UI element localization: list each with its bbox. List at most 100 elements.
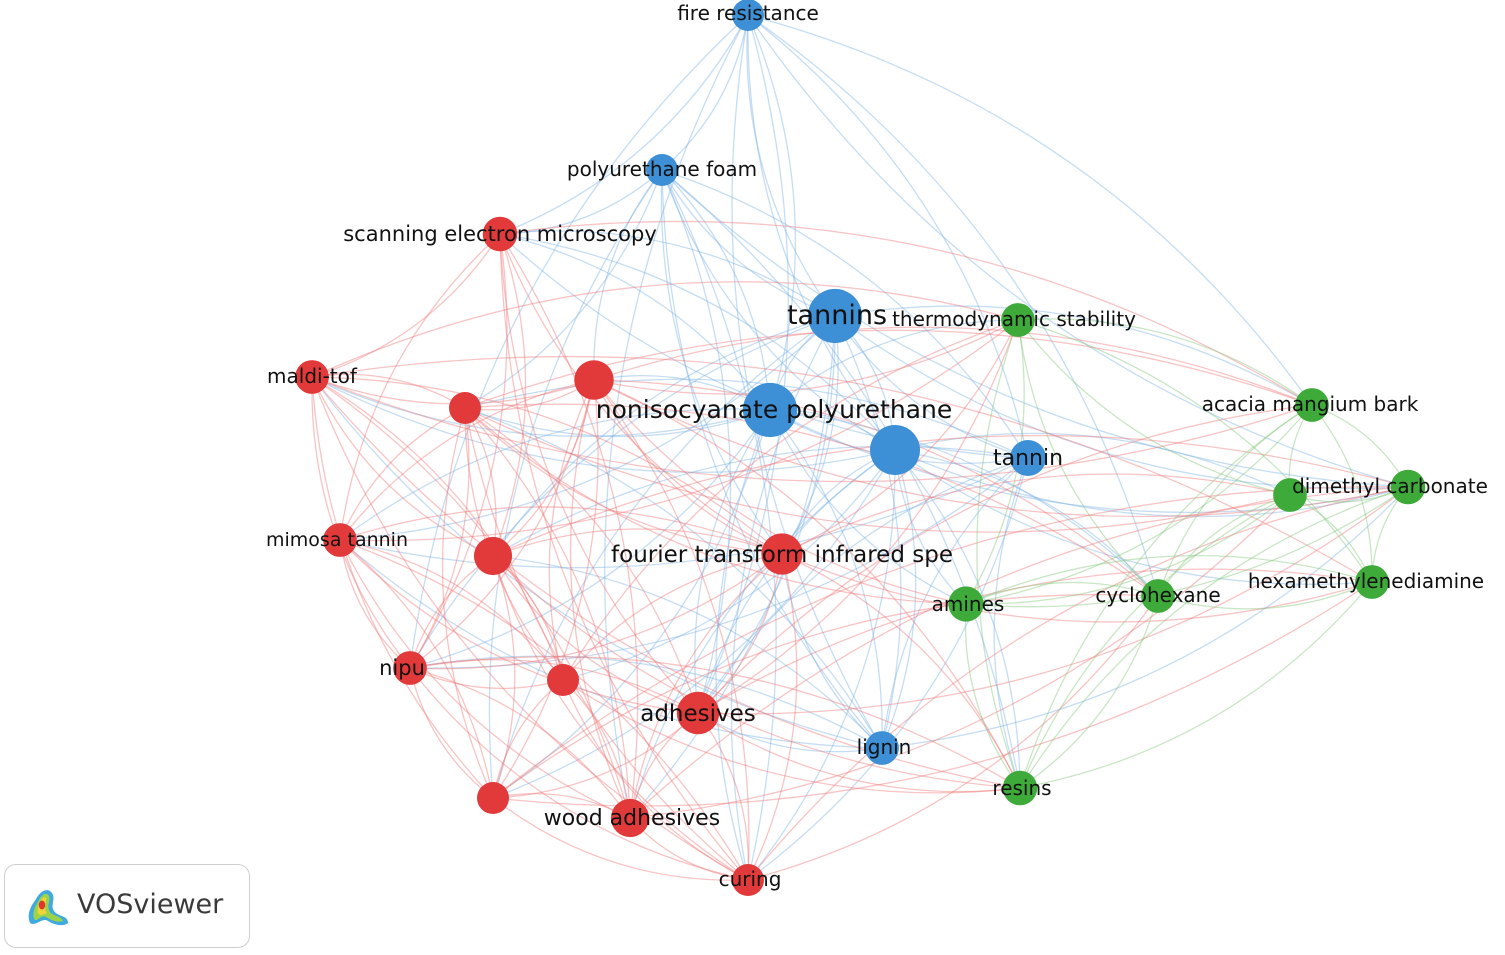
node-wood-adhesives[interactable] (610, 798, 650, 838)
node-thermodynamic-stability[interactable] (1001, 303, 1035, 337)
network-link (881, 486, 1409, 749)
network-link (976, 319, 1021, 789)
network-link (339, 319, 1019, 542)
network-link (409, 655, 883, 749)
network-link (661, 169, 836, 317)
network-link (661, 169, 732, 714)
network-link (339, 539, 699, 714)
network-link (339, 407, 466, 541)
network-link (593, 319, 1019, 395)
label-nonisocyanate-polyurethane[interactable]: nonisocyanate polyurethane (596, 395, 952, 424)
node-scanning-electron-microscopy[interactable] (482, 216, 518, 252)
network-link (409, 667, 494, 799)
node-green-node-a[interactable] (1273, 478, 1307, 512)
network-link (562, 449, 896, 681)
label-acacia-mangium-bark[interactable]: acacia mangium bark (1202, 392, 1419, 416)
network-link (492, 449, 896, 799)
node-resins[interactable] (1002, 770, 1038, 806)
label-fourier-transform-infrared-spe[interactable]: fourier transform infrared spe (611, 542, 953, 568)
label-fire-resistance[interactable]: fire resistance (677, 1, 819, 25)
node-amines[interactable] (948, 586, 984, 622)
node-red-node-b[interactable] (449, 392, 481, 424)
label-maldi-tof[interactable]: maldi-tof (267, 364, 358, 388)
node-lignin[interactable] (865, 731, 899, 765)
label-dimethyl-carbonate[interactable]: dimethyl carbonate (1292, 474, 1488, 498)
network-link (1019, 595, 1159, 789)
network-link (781, 553, 1373, 623)
network-link (593, 379, 1021, 789)
node-red-node-c[interactable] (473, 536, 513, 576)
network-link (339, 539, 631, 819)
label-amines[interactable]: amines (932, 592, 1005, 616)
network-link (311, 373, 466, 409)
network-link (562, 679, 1021, 794)
network-link (834, 305, 1313, 406)
network-link (747, 553, 798, 881)
network-link (1311, 404, 1373, 583)
network-link (409, 379, 595, 669)
node-cyclohexane[interactable] (1141, 579, 1175, 613)
label-lignin[interactable]: lignin (857, 735, 912, 759)
network-link (747, 449, 896, 881)
network-link (311, 376, 771, 438)
node-hexamethylenediamine[interactable] (1355, 565, 1389, 599)
label-tannins[interactable]: tannins (787, 300, 887, 331)
label-wood-adhesives[interactable]: wood adhesives (544, 806, 720, 831)
network-link (464, 169, 663, 409)
node-fourier-transform-infrared-spe[interactable] (761, 533, 803, 575)
network-link (746, 14, 836, 317)
label-hexamethylenediamine[interactable]: hexamethylenediamine (1248, 569, 1484, 593)
network-link (499, 230, 836, 317)
label-tannin[interactable]: tannin (993, 446, 1063, 471)
node-red-node-a[interactable] (574, 360, 614, 400)
network-link (492, 315, 836, 557)
network-link (464, 407, 783, 555)
network-link (492, 486, 1409, 799)
label-scanning-electron-microscopy[interactable]: scanning electron microscopy (343, 222, 657, 246)
node-nipu[interactable] (393, 651, 427, 685)
network-link (834, 315, 1029, 459)
network-link (499, 233, 749, 881)
network-link (464, 407, 771, 438)
network-link (492, 555, 1021, 789)
node-mimosa-tannin[interactable] (323, 523, 357, 557)
network-link (311, 376, 1021, 789)
network-link (409, 667, 749, 881)
node-fire-resistance[interactable] (732, 0, 764, 31)
network-link (499, 169, 663, 235)
network-link (747, 457, 1029, 881)
node-tannins[interactable] (807, 288, 863, 344)
node-polyurethane-foam[interactable] (646, 154, 678, 186)
network-link (1019, 486, 1409, 789)
network-link (492, 379, 599, 799)
network-link (409, 656, 1021, 789)
label-curing[interactable]: curing (719, 867, 782, 891)
network-link (730, 315, 836, 881)
node-maldi-tof[interactable] (295, 360, 329, 394)
network-link (894, 449, 1159, 597)
network-link (660, 169, 783, 555)
label-mimosa-tannin[interactable]: mimosa tannin (266, 529, 408, 551)
label-cyclohexane[interactable]: cyclohexane (1095, 583, 1220, 607)
node-curing[interactable] (732, 864, 764, 896)
node-blue-hub[interactable] (870, 425, 920, 475)
node-dimethyl-carbonate[interactable] (1390, 469, 1426, 505)
node-red-node-e[interactable] (477, 782, 509, 814)
network-link (1157, 404, 1313, 597)
label-nipu[interactable]: nipu (379, 656, 425, 680)
network-link (715, 409, 771, 881)
network-link (697, 457, 1029, 714)
node-red-node-d[interactable] (547, 664, 579, 696)
node-nonisocyanate-polyurethane[interactable] (742, 382, 798, 438)
network-link (409, 667, 564, 690)
node-adhesives[interactable] (676, 691, 720, 735)
label-adhesives[interactable]: adhesives (640, 701, 756, 727)
label-polyurethane-foam[interactable]: polyurethane foam (567, 157, 757, 181)
node-tannin[interactable] (1009, 439, 1047, 477)
network-link (1157, 581, 1373, 610)
node-acacia-mangium-bark[interactable] (1295, 388, 1329, 422)
label-thermodynamic-stability[interactable]: thermodynamic stability (892, 307, 1136, 331)
node-layer (295, 0, 1426, 896)
label-resins[interactable]: resins (992, 776, 1051, 800)
network-link (499, 233, 896, 451)
